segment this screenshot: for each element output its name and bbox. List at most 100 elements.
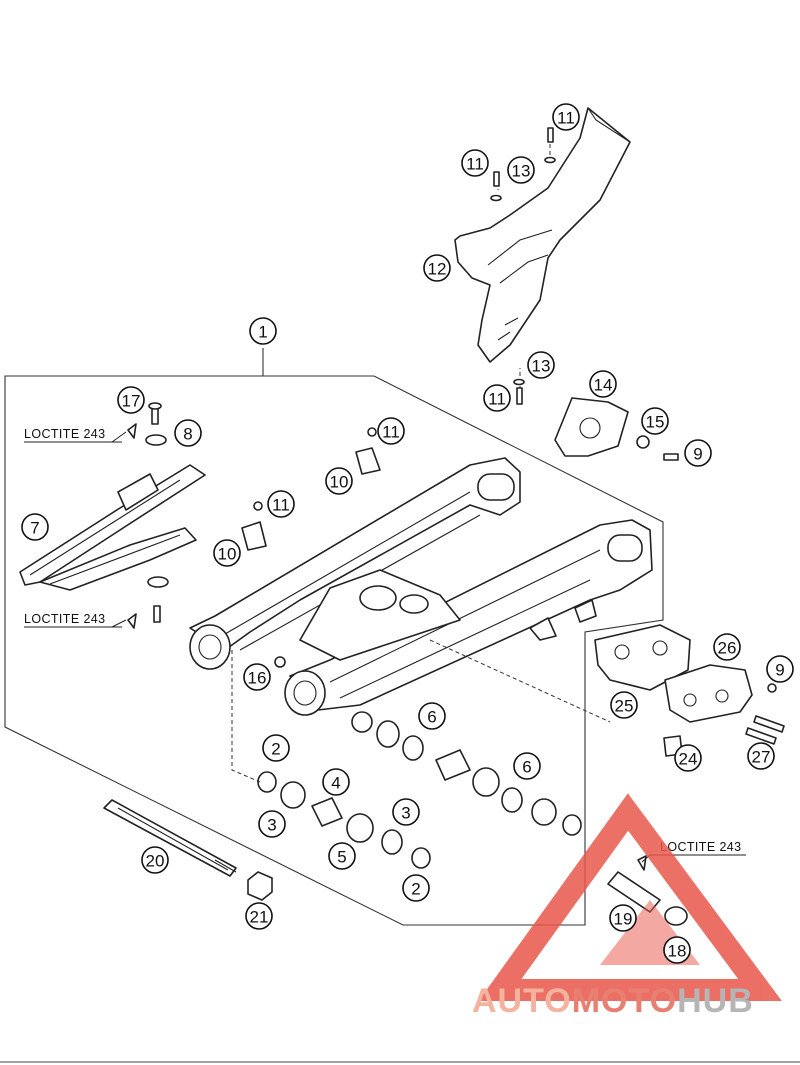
callout-circle bbox=[141, 846, 169, 874]
callout-c21: 21 bbox=[245, 902, 273, 930]
callout-number: 11 bbox=[272, 496, 290, 515]
callout-number: 19 bbox=[614, 910, 633, 929]
callout-number: 11 bbox=[466, 155, 484, 174]
callout-number: 10 bbox=[218, 545, 237, 564]
callout-c10b: 10 bbox=[213, 539, 241, 567]
callout-circle bbox=[392, 798, 420, 826]
loctite-note-mid: LOCTITE 243 bbox=[24, 612, 127, 628]
swingarm-1 bbox=[189, 457, 653, 716]
callout-number: 3 bbox=[401, 804, 410, 823]
callout-c6a: 6 bbox=[418, 702, 446, 730]
callout-circle bbox=[423, 254, 451, 282]
callout-c9b: 9 bbox=[766, 655, 794, 683]
callout-number: 5 bbox=[337, 848, 346, 867]
callout-c12: 12 bbox=[423, 254, 451, 282]
callout-c7: 7 bbox=[21, 513, 49, 541]
callout-number: 7 bbox=[30, 519, 39, 538]
bearing-stack bbox=[257, 711, 582, 869]
callout-circle bbox=[174, 419, 202, 447]
pin-19 bbox=[607, 871, 661, 913]
loctite-label: LOCTITE 243 bbox=[660, 840, 742, 854]
callout-circle bbox=[262, 734, 290, 762]
assembly-frame bbox=[4, 375, 664, 926]
callout-number: 4 bbox=[331, 774, 340, 793]
callout-circle bbox=[213, 539, 241, 567]
callout-c13a: 13 bbox=[507, 156, 535, 184]
callout-circle bbox=[641, 407, 669, 435]
callout-c2a: 2 bbox=[262, 734, 290, 762]
callout-number: 9 bbox=[775, 661, 784, 680]
callout-c19: 19 bbox=[609, 904, 637, 932]
callout-c11d: 11 bbox=[377, 417, 405, 445]
callout-c10a: 10 bbox=[325, 467, 353, 495]
callout-number: 6 bbox=[522, 758, 531, 777]
watermark-triangle bbox=[478, 793, 782, 1001]
callout-c8: 8 bbox=[174, 419, 202, 447]
callout-layer: 1223345667899101011111111111213131415161… bbox=[21, 103, 794, 964]
callout-c11c: 11 bbox=[483, 384, 511, 412]
callout-c6b: 6 bbox=[513, 752, 541, 780]
callout-circle bbox=[418, 702, 446, 730]
chain-slider-7 bbox=[19, 464, 206, 591]
sprocket-guard-hole bbox=[579, 417, 601, 439]
loctite-label: LOCTITE 243 bbox=[24, 612, 106, 626]
callout-circle bbox=[507, 156, 535, 184]
callout-number: 11 bbox=[382, 423, 400, 442]
callout-circle bbox=[322, 768, 350, 796]
callout-number: 14 bbox=[594, 376, 613, 395]
callout-c15: 15 bbox=[641, 407, 669, 435]
callout-circle bbox=[684, 439, 712, 467]
callout-circle bbox=[713, 633, 741, 661]
callout-number: 10 bbox=[330, 473, 349, 492]
chain-guide-25-26 bbox=[594, 624, 753, 723]
cap-18 bbox=[664, 906, 688, 926]
callout-circle bbox=[249, 317, 277, 345]
callout-circle bbox=[461, 149, 489, 177]
callout-number: 12 bbox=[428, 260, 447, 279]
callout-circle bbox=[402, 874, 430, 902]
callout-c3b: 3 bbox=[392, 798, 420, 826]
callout-c20: 20 bbox=[141, 846, 169, 874]
callout-circle bbox=[527, 351, 555, 379]
callout-circle bbox=[117, 386, 145, 414]
chain-guide-12 bbox=[454, 107, 631, 363]
callout-c3a: 3 bbox=[258, 810, 286, 838]
callout-c24: 24 bbox=[674, 744, 702, 772]
callout-circle bbox=[243, 663, 271, 691]
callout-number: 15 bbox=[646, 413, 665, 432]
callout-number: 18 bbox=[668, 942, 687, 961]
callout-circle bbox=[513, 752, 541, 780]
callout-number: 9 bbox=[693, 445, 702, 464]
callout-c17: 17 bbox=[117, 386, 145, 414]
callout-c13b: 13 bbox=[527, 351, 555, 379]
callout-number: 11 bbox=[488, 390, 506, 409]
callout-number: 20 bbox=[146, 852, 165, 871]
callout-c16: 16 bbox=[243, 663, 271, 691]
callout-number: 25 bbox=[615, 697, 634, 716]
callout-c4: 4 bbox=[322, 768, 350, 796]
small-fasteners bbox=[127, 127, 785, 871]
assembly-line-right bbox=[429, 639, 611, 723]
callout-c18: 18 bbox=[663, 936, 691, 964]
callout-circle bbox=[663, 936, 691, 964]
callout-number: 2 bbox=[271, 740, 280, 759]
callout-number: 17 bbox=[122, 392, 141, 411]
callout-c9a: 9 bbox=[684, 439, 712, 467]
callout-number: 13 bbox=[512, 162, 531, 181]
callout-circle bbox=[267, 490, 295, 518]
callout-circle bbox=[245, 902, 273, 930]
axle-nut-21 bbox=[247, 871, 273, 901]
callout-circle bbox=[258, 810, 286, 838]
loctite-label: LOCTITE 243 bbox=[24, 427, 106, 441]
callout-c14: 14 bbox=[589, 370, 617, 398]
callout-c5: 5 bbox=[328, 842, 356, 870]
callout-circle bbox=[747, 742, 775, 770]
callout-number: 21 bbox=[250, 908, 269, 927]
callout-c2b: 2 bbox=[402, 874, 430, 902]
callout-number: 1 bbox=[258, 323, 267, 342]
callout-c27: 27 bbox=[747, 742, 775, 770]
sprocket-guard-14 bbox=[554, 397, 629, 457]
callout-number: 3 bbox=[267, 816, 276, 835]
